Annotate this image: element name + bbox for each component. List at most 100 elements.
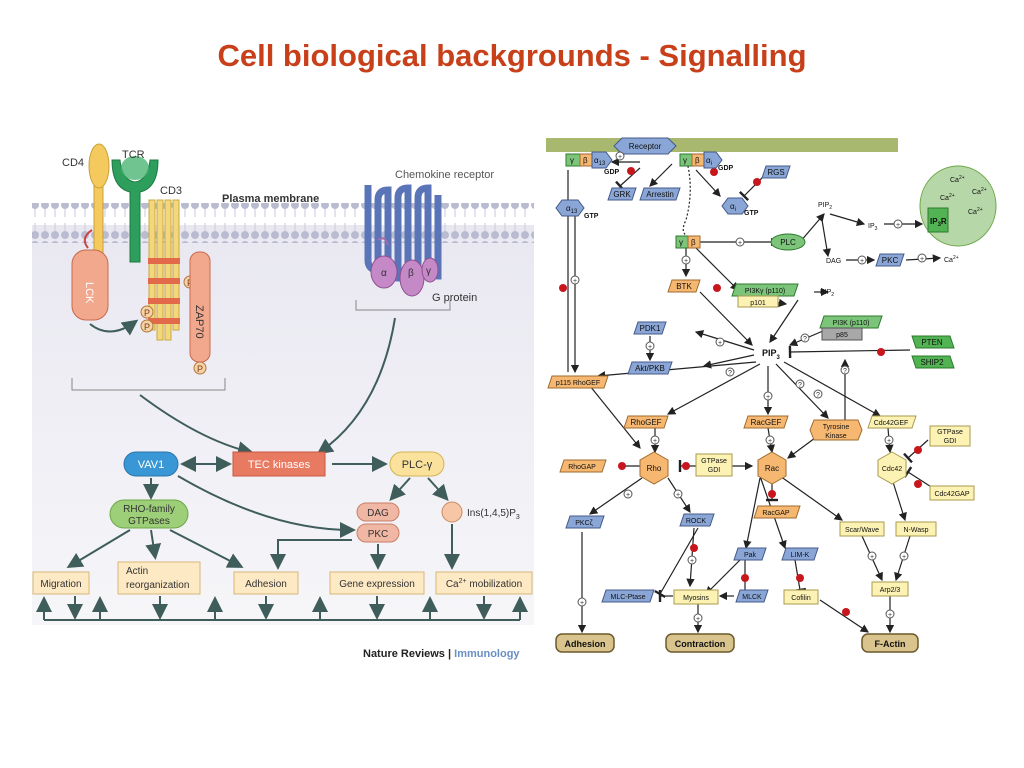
svg-text:GTP: GTP [744,210,759,217]
gtpase-gdi-mid: GTPase GDI [695,453,733,477]
tcr-bracket [71,378,226,391]
svg-text:αi: αi [706,156,712,167]
svg-text:GRK: GRK [613,190,631,199]
mlc-ptase-node: MLC-Ptase [601,589,655,603]
racgef-node: RacGEF [743,415,789,429]
lck-label: LCK [83,282,95,304]
lipid-bilayer [32,203,534,243]
svg-text:IP3R: IP3R [930,217,947,228]
svg-text:MLCK: MLCK [742,594,762,601]
plus-marker: + [650,435,660,445]
ip3-label: IP3 [868,223,878,232]
svg-text:αi: αi [730,202,736,213]
edge-markers: + + + + + + + + + + + + + + + + + + + + … [570,151,927,623]
svg-text:Pak: Pak [744,552,757,559]
svg-text:PI3Kγ (p110): PI3Kγ (p110) [745,288,785,295]
limk-node: LIM-K [781,547,819,561]
pak-node: Pak [733,547,767,561]
svg-text:γ: γ [683,156,687,165]
svg-text:+: + [648,344,652,351]
plus-marker: + [693,613,703,623]
outcome-ca-mobilization: Ca2+ mobilization [435,571,533,595]
svg-text:PKC: PKC [368,529,389,540]
svg-text:β: β [408,268,414,279]
svg-text:RhoGAP: RhoGAP [568,464,596,471]
question-marker: ? [795,379,805,389]
svg-text:GDP: GDP [604,169,620,176]
vav1-node: VAV1 [123,451,179,477]
chemokine-receptor-label: Chemokine receptor [395,169,494,181]
svg-text:GTPases: GTPases [128,516,170,527]
plasma-membrane-label: Plasma membrane [222,193,319,205]
svg-text:Cdc42GAP: Cdc42GAP [934,491,969,498]
myosins-node: Myosins [673,589,719,605]
arp23-node: Arp2/3 [871,581,909,597]
svg-text:GDI: GDI [708,467,721,474]
svg-text:GTP: GTP [584,213,599,220]
svg-text:Ca2+: Ca2+ [944,255,959,264]
plus-marker: + [673,489,683,499]
pip2-label-mid: PIP2 [820,289,834,298]
rgs-node: RGS [761,165,791,179]
svg-text:+: + [887,438,891,445]
svg-text:Ca2+: Ca2+ [972,187,987,196]
zap70-label: ZAP70 [193,305,205,339]
pten-node: PTEN [911,335,955,349]
svg-text:+: + [902,554,906,561]
er-vesicle: IP3R Ca2+ Ca2+ Ca2+ Ca2+ [919,165,997,247]
pathway-edges [567,157,942,634]
pkc-zeta-node: PKCζ [565,515,605,529]
question-marker: ? [840,365,850,375]
svg-text:RacGEF: RacGEF [751,418,782,427]
g-beta-gamma-13: γ β α13 GDP [565,151,620,176]
svg-text:Scar/Wave: Scar/Wave [845,527,879,534]
svg-text:+: + [653,438,657,445]
rac-node: Rac [757,451,787,485]
g-protein: α β γ G protein [355,255,477,311]
ship2-node: SHIP2 [911,355,955,369]
question-marker: ? [813,389,823,399]
svg-text:DAG: DAG [367,508,389,519]
cdc42gap-node: Cdc42GAP [929,485,975,501]
vav1-label: VAV1 [138,459,165,471]
n-wasp-node: N-Wasp [895,521,937,537]
cofilin-node: Cofilin [783,589,819,605]
ins-p3-node: Ins(1,4,5)P3 [441,501,520,523]
svg-text:?: ? [798,382,802,389]
svg-text:PTEN: PTEN [921,338,943,347]
plus-marker: + [899,551,909,561]
svg-text:+: + [870,554,874,561]
alpha13-gtp: α13 GTP [555,199,599,220]
outcome-migration: Migration [32,571,90,595]
svg-text:PIP3: PIP3 [762,348,781,361]
svg-text:+: + [684,258,688,265]
svg-text:PI3K (p110): PI3K (p110) [833,320,870,327]
plus-marker: + [715,337,725,347]
pi3k-gamma-node: PI3Kγ (p110) p101 [731,283,799,308]
svg-text:?: ? [803,336,807,343]
svg-text:DAG: DAG [826,258,841,265]
cd3-label: CD3 [160,185,182,197]
svg-text:PLC: PLC [780,238,796,247]
svg-text:γ: γ [426,266,431,277]
slide-title: Cell biological backgrounds - Signalling [217,38,807,73]
plus-marker: + [570,275,580,285]
svg-text:GDP: GDP [718,165,734,172]
plus-marker: + [687,555,697,565]
svg-text:+: + [676,492,680,499]
svg-text:?: ? [816,392,820,399]
tcr-receptor: TCR [111,149,159,263]
svg-text:+: + [690,558,694,565]
plus-marker: + [735,237,745,247]
rhogef-node: RhoGEF [623,415,669,429]
plus-marker: + [763,391,773,401]
scar-wave-node: Scar/Wave [839,521,885,537]
receptor-node: Receptor [613,137,677,155]
svg-text:γ: γ [679,238,683,247]
plc-gamma-node: PLC-γ [389,451,445,477]
outcome-gene-expression: Gene expression [329,571,425,595]
right-panel-pathway: IP3R Ca2+ Ca2+ Ca2+ Ca2+ Receptor γ β α1… [546,137,997,653]
tcr-label: TCR [122,149,145,161]
svg-text:Contraction: Contraction [675,639,726,649]
